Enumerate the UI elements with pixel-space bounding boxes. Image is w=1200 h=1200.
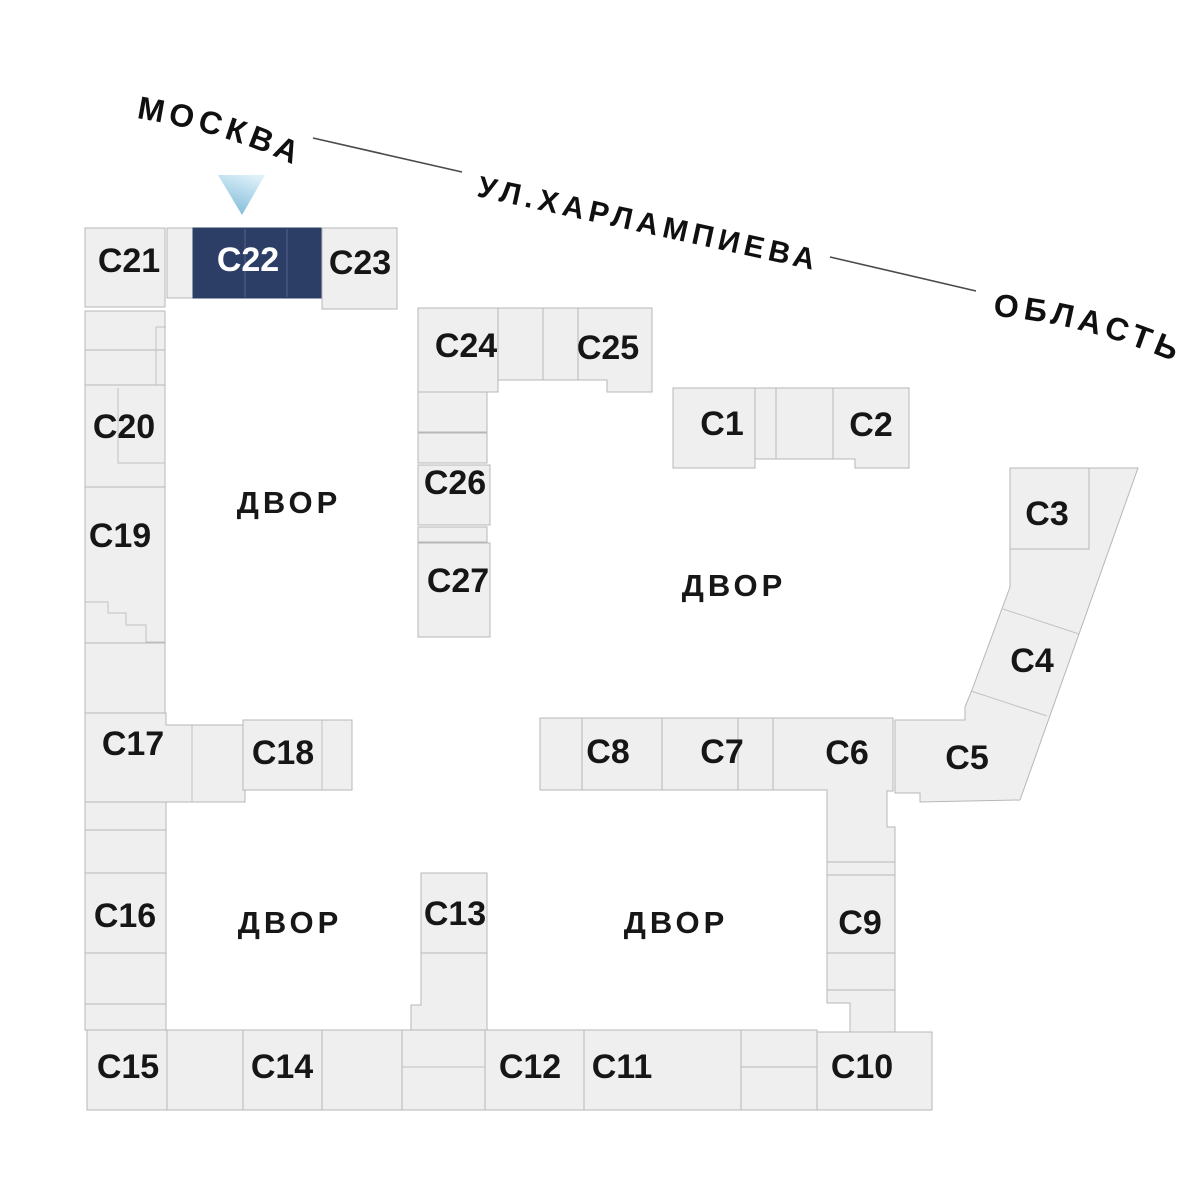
section-divider <box>970 690 1048 717</box>
block-label-c5: С5 <box>945 739 988 777</box>
block-label-c21: С21 <box>98 242 160 280</box>
section-segment <box>826 989 896 1033</box>
direction-oblast-label: ОБЛАСТЬ <box>992 287 1189 370</box>
block-c16[interactable] <box>84 872 167 954</box>
block-labels: С21 С22 С23 С24 С25 С26 С27 С1 С2 С3 С4 … <box>89 241 1069 1086</box>
block-label-c24: С24 <box>435 327 497 365</box>
block-c15[interactable] <box>86 1029 168 1111</box>
block-c24[interactable] <box>417 307 499 393</box>
block-label-c13: С13 <box>424 895 486 933</box>
section-divider <box>155 326 166 385</box>
section-segment <box>417 432 488 464</box>
section-dividers <box>85 229 1080 1068</box>
block-c27[interactable] <box>417 542 491 638</box>
selected-block-arrow-icon <box>218 175 265 215</box>
block-label-c15: С15 <box>97 1048 159 1086</box>
block-c22[interactable] <box>192 227 323 299</box>
section-segment <box>166 227 194 299</box>
section-segment <box>84 1003 167 1031</box>
block-c3[interactable] <box>1009 467 1090 550</box>
block-c23[interactable] <box>321 227 398 310</box>
block-label-c26: С26 <box>424 464 486 502</box>
block-label-c1: С1 <box>700 405 743 443</box>
stair-outline <box>85 601 165 643</box>
block-label-c16: С16 <box>94 897 156 935</box>
block-c7[interactable] <box>661 717 739 791</box>
section-segment <box>775 387 834 460</box>
block-c6[interactable] <box>772 717 896 863</box>
block-label-c20: С20 <box>93 408 155 446</box>
courtyard-label: ДВОР <box>238 905 343 940</box>
block-label-c27: С27 <box>427 562 489 600</box>
block-c12[interactable] <box>484 1029 585 1111</box>
section-segment <box>417 526 488 543</box>
section-segment <box>166 1029 244 1111</box>
block-c14[interactable] <box>242 1029 323 1111</box>
direction-moscow-label: МОСКВА <box>135 89 309 172</box>
block-label-c3: С3 <box>1025 495 1068 533</box>
block-c26[interactable] <box>417 464 491 526</box>
section-segment <box>417 391 488 433</box>
block-c10[interactable] <box>816 1031 933 1111</box>
courtyard-label: ДВОР <box>682 568 787 603</box>
section-divider <box>1002 608 1080 635</box>
block-c1[interactable] <box>672 387 756 469</box>
block-label-c2: С2 <box>849 406 892 444</box>
block-label-c7: С7 <box>700 733 743 771</box>
block-label-c19: С19 <box>89 517 151 555</box>
block-c18[interactable] <box>242 719 353 791</box>
block-c20[interactable] <box>84 384 166 488</box>
block-c21[interactable] <box>84 227 166 308</box>
courtyard-label: ДВОР <box>237 485 342 520</box>
section-segment <box>410 952 488 1031</box>
block-c2[interactable] <box>832 387 910 469</box>
building-blocks <box>84 227 1139 1111</box>
block-label-c6: С6 <box>825 734 868 772</box>
block-label-c14: С14 <box>251 1048 313 1086</box>
section-segment <box>84 349 166 386</box>
block-label-c22: С22 <box>217 241 279 279</box>
section-segment <box>497 307 544 381</box>
section-segment <box>401 1029 486 1111</box>
block-c9[interactable] <box>826 874 896 954</box>
block-label-c25: С25 <box>577 329 639 367</box>
street-line-left <box>312 137 463 173</box>
street-line-right <box>829 256 977 292</box>
section-segment <box>826 952 896 991</box>
block-c25[interactable] <box>577 307 653 393</box>
courtyard-label: ДВОР <box>624 905 729 940</box>
block-c13[interactable] <box>420 872 488 954</box>
block-label-c12: С12 <box>499 1048 561 1086</box>
section-segment <box>826 861 896 876</box>
block-label-c4: С4 <box>1010 642 1054 680</box>
section-segment <box>754 387 777 460</box>
section-segment <box>539 717 583 791</box>
section-segment <box>84 952 167 1005</box>
block-label-c23: С23 <box>329 244 391 282</box>
section-segment <box>740 1066 818 1111</box>
block-label-c17: С17 <box>102 725 164 763</box>
block-c19[interactable] <box>84 486 166 644</box>
block-label-c11: С11 <box>592 1048 653 1086</box>
section-segment <box>542 307 579 381</box>
street-name-label: УЛ.ХАРЛАМПИЕВА <box>475 171 823 278</box>
block-label-c8: С8 <box>586 733 629 771</box>
courtyard-labels: ДВОР ДВОР ДВОР ДВОР <box>237 485 787 940</box>
auxiliary-sections <box>84 227 896 1111</box>
section-segment <box>737 717 774 791</box>
block-label-c9: С9 <box>838 904 881 942</box>
section-segment <box>321 1029 403 1111</box>
block-c11[interactable] <box>583 1029 742 1111</box>
section-segment <box>740 1029 818 1068</box>
block-label-c10: С10 <box>831 1048 893 1086</box>
block-label-c18: С18 <box>252 734 314 772</box>
section-divider <box>117 388 165 464</box>
block-c3-c4-c5-strip[interactable] <box>894 467 1139 803</box>
section-segment <box>84 829 167 874</box>
section-segment <box>84 801 167 831</box>
block-c8[interactable] <box>581 717 663 791</box>
section-segment <box>84 642 166 714</box>
section-segment <box>84 310 166 351</box>
